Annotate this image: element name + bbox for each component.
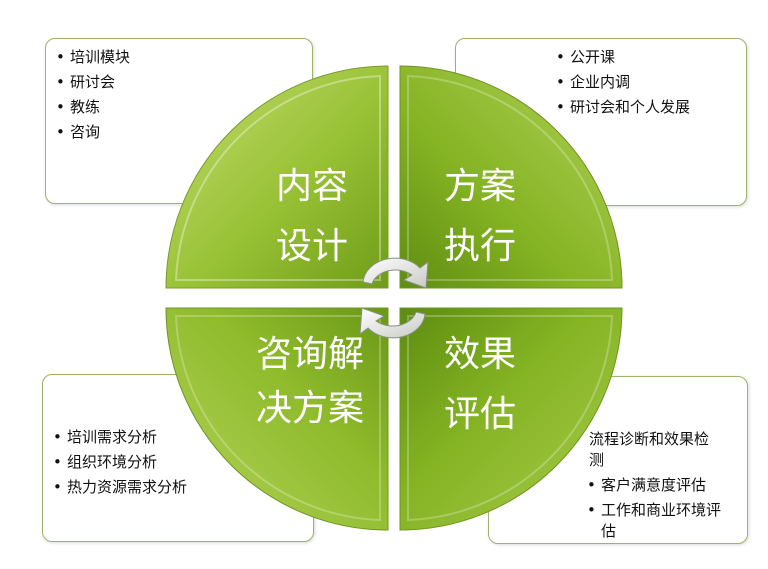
quadrant-label: 咨询解 bbox=[256, 334, 364, 375]
note-item: 组织环境分析 bbox=[51, 450, 313, 475]
quadrant-label: 效果 bbox=[444, 334, 516, 375]
quadrant-top-right bbox=[399, 65, 623, 289]
note-item: 工作和商业环境评 bbox=[585, 498, 747, 523]
quadrant-label: 执行 bbox=[444, 226, 516, 267]
note-item: 培训需求分析 bbox=[51, 425, 313, 450]
cycle-arrow-icon bbox=[359, 307, 426, 339]
quadrant-label: 评估 bbox=[444, 394, 516, 435]
note-item: 咨询 bbox=[54, 120, 304, 145]
note-line: 估 bbox=[601, 522, 617, 540]
note-item: 研讨会和个人发展 bbox=[554, 95, 746, 120]
note-item: 热力资源需求分析 bbox=[51, 475, 313, 500]
quadrant-label: 设计 bbox=[276, 226, 348, 267]
note-line: 测 bbox=[589, 451, 605, 469]
cycle-arrow-icon bbox=[362, 257, 429, 289]
note-line: 流程诊断和效果检 bbox=[589, 430, 710, 448]
quadrant-rim bbox=[174, 315, 381, 522]
note-item: 培训模块 bbox=[54, 45, 304, 70]
note-item: 公开课 bbox=[554, 45, 746, 70]
quadrant-rim bbox=[407, 74, 614, 281]
note-item: 企业内调 bbox=[554, 70, 746, 95]
note-item: 教练 bbox=[54, 95, 304, 120]
quadrant-bottom-right bbox=[399, 307, 623, 531]
quadrant-rim bbox=[174, 74, 381, 281]
quadrant-bottom-left bbox=[165, 307, 389, 531]
note-item: 研讨会 bbox=[54, 70, 304, 95]
quadrant-label: 内容 bbox=[276, 166, 348, 207]
note-item: 客户满意度评估 bbox=[585, 473, 747, 498]
quadrant-top-left bbox=[165, 65, 389, 289]
quadrant-label: 方案 bbox=[444, 166, 516, 207]
quadrant-label: 决方案 bbox=[256, 388, 364, 429]
quadrant-rim bbox=[407, 315, 614, 522]
